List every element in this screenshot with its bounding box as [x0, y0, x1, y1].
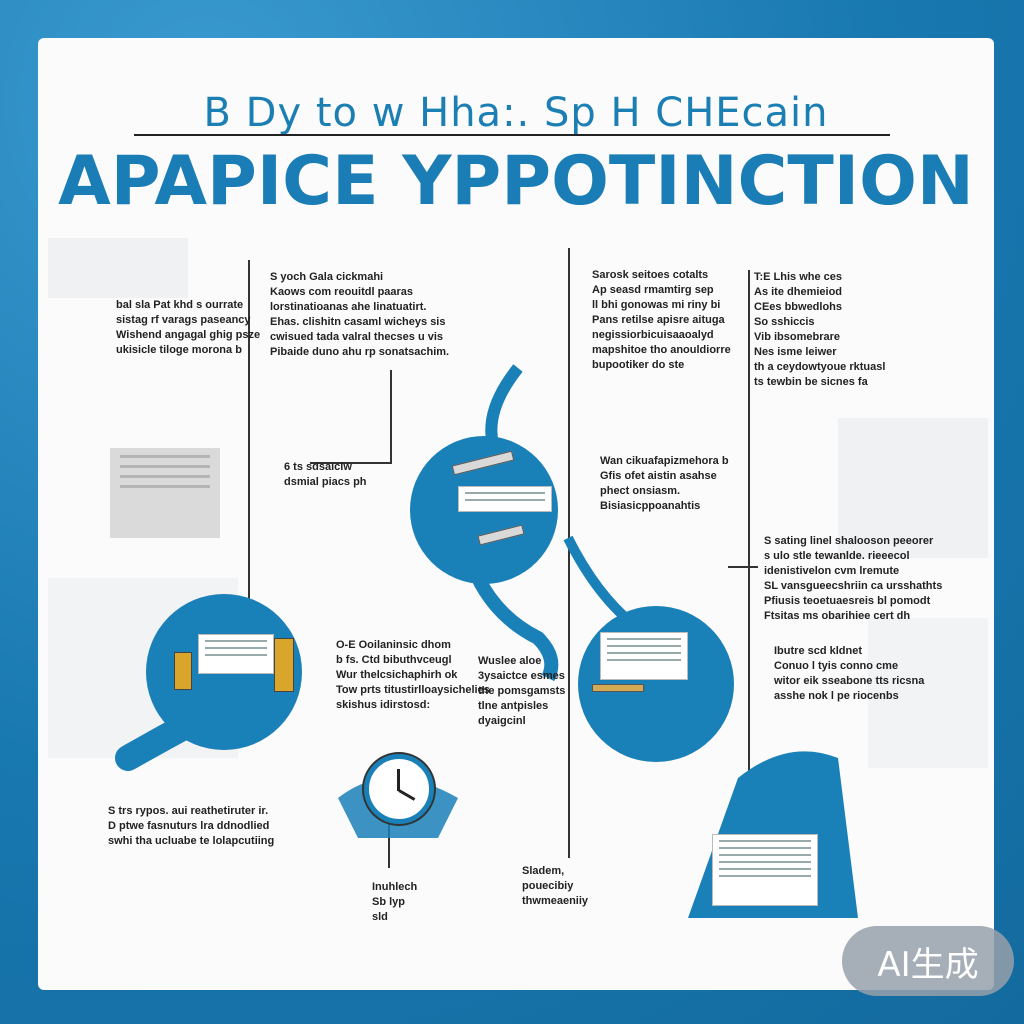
text-line: CEes bbwedlohs [754, 301, 843, 313]
text-line: b fs. Ctd bibuthvceugl [336, 654, 452, 666]
text-line: negissiorbicuisaaoalyd [592, 329, 714, 341]
text-line: dyaigcinl [478, 715, 526, 727]
text-line: Kaows com reouitdl paaras [270, 286, 414, 298]
text-line: As ite dhemieiod [754, 286, 843, 298]
text-line: asshe nok l pe riocenbs [774, 690, 899, 702]
connector-short [390, 370, 392, 464]
text-block-right-mid: S sating linel shalooson peeorer s ulo s… [764, 534, 942, 624]
text-line: the pomsgamsts [478, 685, 566, 697]
text-block-right-top: Sarosk seitoes cotalts Ap seasd rmamtirg… [592, 268, 731, 373]
text-line: Sb lyp [372, 896, 406, 908]
text-line: O-E Ooilaninsic dhom [336, 639, 451, 651]
text-line: Ibutre scd kldnet [774, 645, 863, 657]
connector-h1 [310, 462, 390, 464]
text-line: sld [372, 911, 388, 923]
text-line: cwisued tada valral thecses u vis [270, 331, 444, 343]
text-block-center-mid: Wan cikuafapizmehora b Gfis ofet aistin … [600, 454, 729, 514]
text-line: T:E Lhis whe ces [754, 271, 843, 283]
text-line: tlne antpisles [478, 700, 549, 712]
connector-mid [568, 248, 570, 858]
text-line: Wuslee aloe [478, 655, 542, 667]
text-line: Vib ibsomebrare [754, 331, 840, 343]
connector-left [248, 260, 250, 630]
text-line: ll bhi gonowas mi riny bi [592, 299, 721, 311]
text-line: 6 ts sdsaiclw [284, 461, 352, 473]
text-line: ukisicle tiloge morona b [116, 344, 242, 356]
text-line: Tow prts titustirlloaysichelies [336, 684, 490, 696]
text-block-far-right-top: T:E Lhis whe ces As ite dhemieiod CEes b… [754, 270, 885, 390]
text-line: Pans retilse apisre aituga [592, 314, 725, 326]
text-line: Wur thelcsichaphirh ok [336, 669, 458, 681]
document-icon [458, 486, 552, 512]
text-line: phect onsiasm. [600, 485, 681, 497]
text-block-left-mid: 6 ts sdsaiclw dsmial piacs ph [284, 460, 367, 490]
text-block-bottom-center-b: Wuslee aloe 3ysaictce esmes the pomsgams… [478, 654, 565, 729]
text-line: Gfis ofet aistin asahse [600, 470, 717, 482]
text-line: skishus idirstosd: [336, 699, 431, 711]
ai-generated-badge: AI生成 [842, 926, 1014, 996]
text-line: Pibaide duno ahu rp sonatsachim. [270, 346, 450, 358]
ghost-panel-left [48, 238, 188, 298]
text-block-left-top: bal sla Pat khd s ourrate sistag rf vara… [116, 298, 260, 358]
clock-icon [364, 754, 434, 824]
text-line: 3ysaictce esmes [478, 670, 565, 682]
text-line: Conuo l tyis conno cme [774, 660, 899, 672]
text-line: witor eik sseabone tts ricsna [774, 675, 925, 687]
text-line: bal sla Pat khd s ourrate [116, 299, 244, 311]
document-icon [110, 448, 220, 538]
text-line: Wishend angagal ghig psze [116, 329, 261, 341]
text-block-mid-top: S yoch Gala cickmahi Kaows com reouitdl … [270, 270, 449, 360]
ghost-building-right [868, 618, 988, 768]
text-line: Ehas. clishitn casaml wicheys sis [270, 316, 446, 328]
text-line: Inuhlech [372, 881, 418, 893]
text-line: ts tewbin be sicnes fa [754, 376, 868, 388]
text-block-bottom-center: O-E Ooilaninsic dhom b fs. Ctd bibuthvce… [336, 638, 490, 713]
text-line: S sating linel shalooson peeorer [764, 535, 934, 547]
text-line: Bisiasicppoanahtis [600, 500, 701, 512]
header-subtitle: B Dy to w Hha:. Sp H CHEcain [203, 90, 829, 136]
header-title: APAPICE YPPOTINCTION [58, 142, 974, 221]
text-block-bottom-mid-right: Sladem, pouecibiy thwmeaeniiy [522, 864, 588, 909]
text-line: pouecibiy [522, 880, 574, 892]
text-line: swhi tha ucluabe te lolapcutiing [108, 835, 275, 847]
infographic-board: B Dy to w Hha:. Sp H CHEcain APAPICE YPP… [38, 38, 994, 990]
text-line: idenistivelon cvm lremute [764, 565, 900, 577]
text-line: th a ceydowtyoue rktuasl [754, 361, 886, 373]
pen-icon [174, 652, 192, 690]
pen-icon [274, 638, 294, 692]
text-line: Pfiusis teoetuaesreis bl pomodt [764, 595, 931, 607]
text-line: dsmial piacs ph [284, 476, 367, 488]
text-line: Ftsitas ms obarihiee cert dh [764, 610, 911, 622]
text-line: Sladem, [522, 865, 565, 877]
document-icon [198, 634, 274, 674]
text-line: mapshitoe tho anouldiorre [592, 344, 731, 356]
text-line: So sshiccis [754, 316, 815, 328]
text-line: bupootiker do ste [592, 359, 685, 371]
text-line: sistag rf varags paseancy [116, 314, 251, 326]
text-line: Sarosk seitoes cotalts [592, 269, 709, 281]
text-block-bottom-left: S trs rypos. aui reathetiruter ir. D ptw… [108, 804, 274, 849]
text-line: SL vansgueecshriin ca ursshathts [764, 580, 943, 592]
text-block-right-lower: Ibutre scd kldnet Conuo l tyis conno cme… [774, 644, 924, 704]
text-line: lorstinatioanas ahe linatuatirt. [270, 301, 427, 313]
text-line: S yoch Gala cickmahi [270, 271, 384, 283]
connector-h2 [728, 566, 758, 568]
text-line: Ap seasd rmamtirg sep [592, 284, 714, 296]
text-line: S trs rypos. aui reathetiruter ir. [108, 805, 269, 817]
text-line: thwmeaeniiy [522, 895, 589, 907]
text-line: Wan cikuafapizmehora b [600, 455, 729, 467]
text-line: s ulo stle tewanlde. rieeecol [764, 550, 910, 562]
ghost-panel-right [838, 418, 988, 558]
document-icon [600, 632, 688, 680]
pen-icon [592, 684, 644, 692]
header-rule [134, 134, 890, 136]
connector-right [748, 270, 750, 790]
document-icon [712, 834, 818, 906]
text-line: D ptwe fasnuturs lra ddnodlied [108, 820, 270, 832]
text-line: Nes isme leiwer [754, 346, 837, 358]
text-block-bottom-mid-small: Inuhlech Sb lyp sld [372, 880, 417, 925]
